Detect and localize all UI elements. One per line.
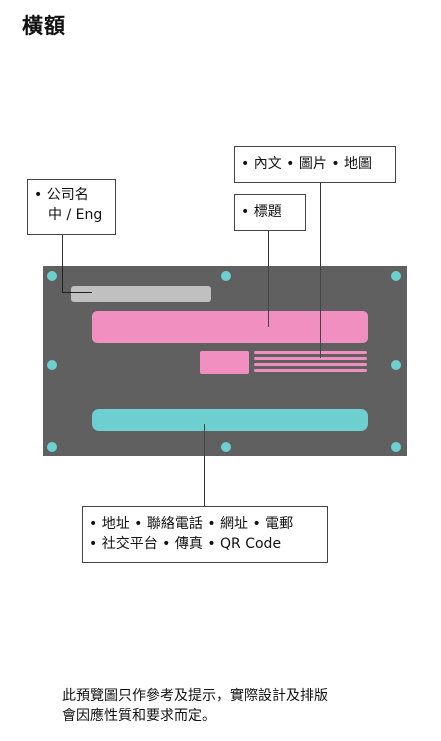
heading-bar bbox=[92, 311, 368, 343]
content-callout: • 內文 • 圖片 • 地圖 bbox=[234, 146, 396, 183]
text-line bbox=[254, 363, 367, 366]
banner-preview bbox=[43, 266, 407, 456]
grommet bbox=[391, 271, 401, 281]
content-leader-line-over bbox=[320, 266, 321, 358]
company-leader-line bbox=[62, 234, 63, 292]
grommet bbox=[47, 271, 57, 281]
company-leader-line-over bbox=[62, 266, 63, 293]
text-line bbox=[254, 369, 367, 372]
disclaimer: 此預覽圖只作參考及提示，實際設計及排版 會因應性質和要求而定。 bbox=[62, 686, 328, 726]
page-title: 橫額 bbox=[22, 14, 66, 38]
text-line bbox=[254, 357, 367, 360]
disclaimer-line2: 會因應性質和要求而定。 bbox=[62, 708, 216, 724]
grommet bbox=[391, 360, 401, 370]
company-name-callout: • 公司名 中 / Eng bbox=[27, 179, 116, 235]
contact-bar bbox=[92, 409, 368, 431]
image-block bbox=[200, 351, 249, 374]
contact-label-line1: • 地址 • 聯絡電話 • 網址 • 電郵 bbox=[89, 516, 294, 532]
logo-bar bbox=[71, 286, 211, 302]
grommet bbox=[47, 360, 57, 370]
disclaimer-line1: 此預覽圖只作參考及提示，實際設計及排版 bbox=[62, 688, 328, 704]
grommet bbox=[47, 442, 57, 452]
contact-leader-line-over bbox=[204, 424, 205, 456]
heading-leader-line-over bbox=[268, 266, 269, 327]
content-label: • 內文 • 圖片 • 地圖 bbox=[241, 156, 373, 172]
heading-callout: • 標題 bbox=[234, 194, 306, 231]
company-name-label: • 公司名 bbox=[34, 187, 89, 203]
grommet bbox=[391, 442, 401, 452]
grommet bbox=[221, 442, 231, 452]
contact-label-line2: • 社交平台 • 傳真 • QR Code bbox=[89, 536, 282, 552]
grommet bbox=[221, 271, 231, 281]
heading-label: • 標題 bbox=[241, 204, 282, 220]
contact-callout: • 地址 • 聯絡電話 • 網址 • 電郵 • 社交平台 • 傳真 • QR C… bbox=[82, 506, 328, 563]
contact-leader-line bbox=[204, 424, 205, 506]
company-leader-line-h-over bbox=[62, 292, 92, 293]
text-line bbox=[254, 351, 367, 354]
company-language-label: 中 / Eng bbox=[48, 207, 103, 223]
